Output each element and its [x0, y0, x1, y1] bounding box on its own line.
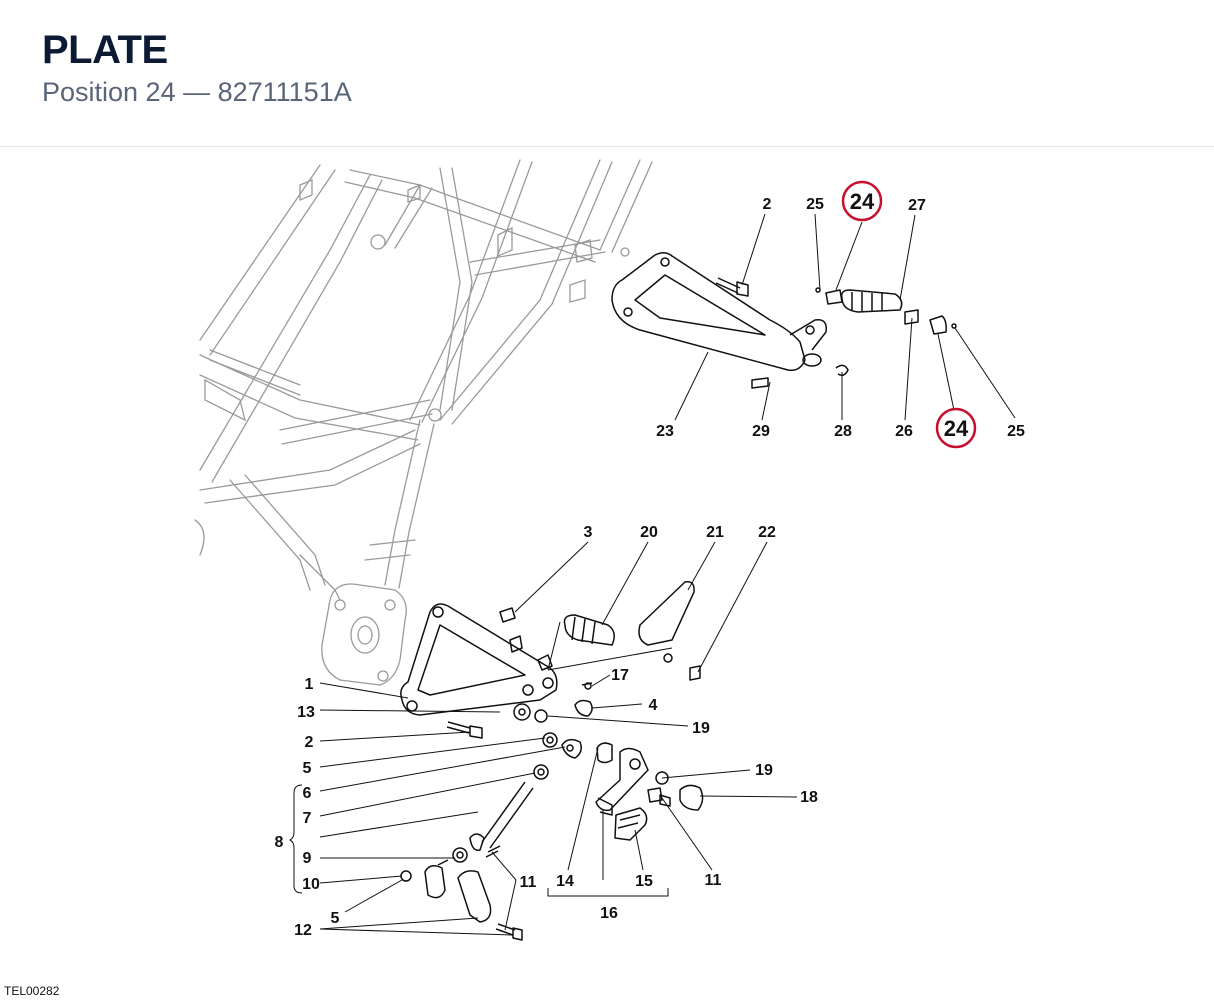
- callout-9: 9: [303, 850, 312, 867]
- leader-lines: [288, 213, 1016, 936]
- callout-11: 11: [520, 874, 537, 891]
- callout-2: 2: [763, 196, 772, 213]
- callout-15: 15: [635, 873, 653, 890]
- callout-14: 14: [556, 873, 574, 890]
- callout-22: 22: [758, 524, 776, 541]
- callout-4: 4: [649, 697, 658, 714]
- page-header: PLATE Position 24 — 82711151A: [0, 0, 1214, 147]
- callout-10: 10: [302, 876, 320, 893]
- callout-18: 18: [800, 789, 818, 806]
- callout-21: 21: [706, 524, 724, 541]
- callout-1: 1: [305, 676, 314, 693]
- callout-24-bottom-label: 24: [944, 416, 969, 441]
- exploded-parts-diagram: 2 25 27 23 29 28 26 25 3 20 21 22 1 17 1…: [194, 159, 1025, 941]
- callout-23: 23: [656, 423, 674, 440]
- passenger-peg-assembly: [611, 252, 957, 389]
- callout-20: 20: [640, 524, 658, 541]
- callout-28: 28: [834, 423, 852, 440]
- rider-peg-assembly: [400, 580, 704, 941]
- callout-13: 13: [297, 704, 315, 721]
- callout-12: 12: [294, 922, 312, 939]
- callout-19: 19: [692, 720, 710, 737]
- callout-5-lower: 5: [331, 910, 340, 927]
- callout-labels: 2 25 27 23 29 28 26 25 3 20 21 22 1 17 1…: [275, 196, 1025, 939]
- callout-8: 8: [275, 834, 284, 851]
- callout-6: 6: [303, 785, 312, 802]
- page-subtitle: Position 24 — 82711151A: [42, 77, 352, 107]
- callout-29: 29: [752, 423, 770, 440]
- callout-2-lower: 2: [305, 734, 314, 751]
- callout-16: 16: [600, 905, 618, 922]
- callout-7: 7: [303, 810, 312, 827]
- callout-25-lower: 25: [1007, 423, 1025, 440]
- callout-25: 25: [806, 196, 824, 213]
- callout-3: 3: [584, 524, 593, 541]
- callout-19-lower: 19: [755, 762, 773, 779]
- callout-5: 5: [303, 760, 312, 777]
- callout-11-right: 11: [705, 872, 722, 889]
- callout-24-top-label: 24: [850, 189, 875, 214]
- callout-27: 27: [908, 197, 926, 214]
- highlighted-callout-24-top[interactable]: 24: [841, 180, 883, 222]
- callout-26: 26: [895, 423, 913, 440]
- frame-drawing: [194, 159, 653, 686]
- callout-17: 17: [611, 667, 629, 684]
- highlighted-callout-24-bottom[interactable]: 24: [935, 407, 977, 449]
- page-title: PLATE: [42, 28, 168, 72]
- drawing-reference-code: TEL00282: [4, 984, 60, 998]
